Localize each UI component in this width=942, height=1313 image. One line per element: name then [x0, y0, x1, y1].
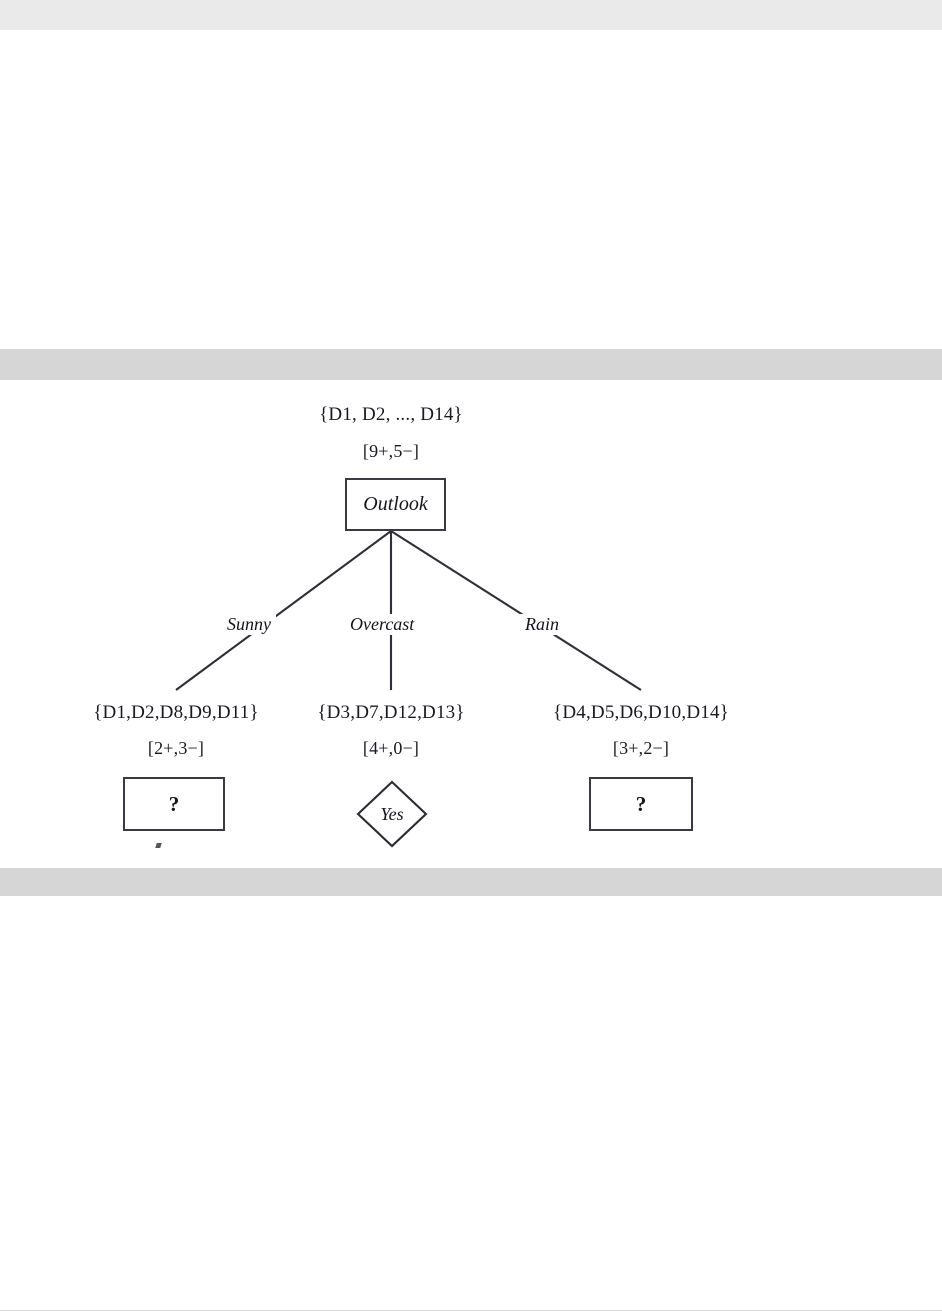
- root-counts-label: [9+,5−]: [362, 441, 420, 461]
- decision-tree-figure: {D1, D2, ..., D14} [9+,5−] Outlook Sunny…: [0, 380, 942, 868]
- root-node-label: Outlook: [363, 493, 428, 515]
- overcast-set-label: {D3,D7,D12,D13}: [317, 702, 465, 723]
- sunny-leaf-label: ?: [168, 791, 180, 816]
- overcast-leaf-node[interactable]: Yes: [356, 780, 428, 848]
- rain-counts-label: [3+,2−]: [612, 738, 670, 758]
- page-band-separator-upper: [0, 349, 942, 380]
- sunny-counts-label: [2+,3−]: [147, 738, 205, 758]
- edge-label-sunny: Sunny: [222, 614, 276, 635]
- page-band-top: [0, 0, 942, 30]
- edge-label-overcast: Overcast: [345, 614, 420, 635]
- tree-edges: [175, 530, 642, 691]
- root-set-label: {D1, D2, ..., D14}: [319, 404, 463, 425]
- overcast-counts-label: [4+,0−]: [362, 738, 420, 758]
- rain-leaf-node[interactable]: ?: [589, 777, 693, 831]
- edge-label-rain: Rain: [520, 614, 564, 635]
- edge-line-sunny: [175, 530, 392, 691]
- diamond-shape: [356, 780, 428, 848]
- rain-set-label: {D4,D5,D6,D10,D14}: [553, 702, 729, 723]
- page-band-separator-lower: [0, 868, 942, 896]
- page-bottom-rule: [0, 1310, 942, 1311]
- overcast-leaf-label: Yes: [380, 803, 404, 824]
- sunny-set-label: {D1,D2,D8,D9,D11}: [93, 702, 259, 723]
- edge-line-rain: [390, 530, 642, 691]
- sunny-leaf-node[interactable]: ?: [123, 777, 225, 831]
- rain-leaf-label: ?: [635, 791, 647, 816]
- root-node-outlook[interactable]: Outlook: [345, 478, 446, 531]
